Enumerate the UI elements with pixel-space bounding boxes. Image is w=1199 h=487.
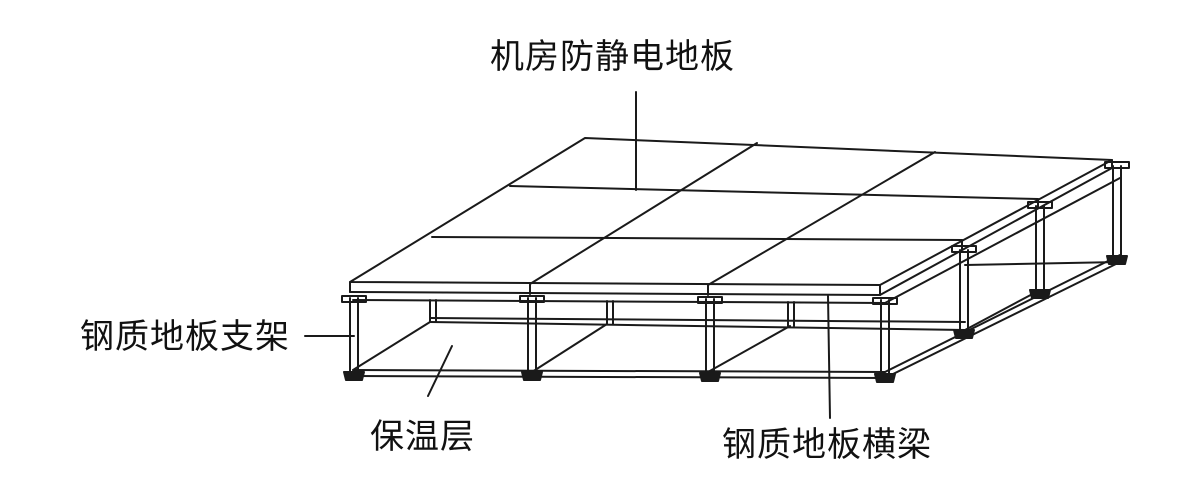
label-insulation-layer: 保温层	[370, 417, 475, 457]
bottom-back-row	[429, 321, 966, 331]
support-frame	[341, 161, 1130, 383]
front-post-1	[341, 295, 367, 381]
leader-steel-beam	[827, 295, 831, 419]
floor-right-edge-lower	[879, 167, 1113, 296]
panel-row-line-1	[431, 236, 963, 241]
side-post-1	[951, 245, 977, 339]
floor-surface	[349, 137, 1113, 296]
top-front-beam	[352, 299, 886, 304]
panel-col-line-2	[707, 151, 936, 286]
floor-front-edge-lower	[349, 291, 881, 296]
label-steel-beam: 钢质地板横梁	[722, 425, 932, 465]
label-floor-panel: 机房防静电地板	[490, 37, 735, 77]
side-post-3	[1104, 161, 1130, 265]
bottom-interior-line-1	[531, 323, 608, 373]
bottom-front-beam-top	[352, 369, 886, 373]
top-side-beam	[884, 177, 1121, 304]
front-post-3	[697, 296, 723, 382]
panel-row-line-2	[509, 185, 1039, 200]
bottom-interior-line-3	[964, 289, 1041, 331]
label-steel-support: 钢质地板支架	[80, 317, 290, 357]
front-post-4	[872, 297, 898, 383]
top-back-beam	[429, 317, 966, 323]
bottom-side-beam-top	[884, 254, 1121, 373]
bottom-back-beam-1	[352, 321, 431, 371]
bottom-side-beam-bottom	[884, 261, 1121, 379]
panel-col-line-1	[529, 142, 758, 285]
bottom-back-row-2	[964, 261, 1121, 266]
bottom-front-beam-bottom	[352, 375, 886, 379]
leader-insulation	[427, 345, 453, 397]
leader-lines	[304, 91, 831, 419]
bottom-interior-line-2	[707, 325, 791, 373]
front-post-2	[519, 295, 545, 381]
side-post-2	[1027, 201, 1053, 299]
